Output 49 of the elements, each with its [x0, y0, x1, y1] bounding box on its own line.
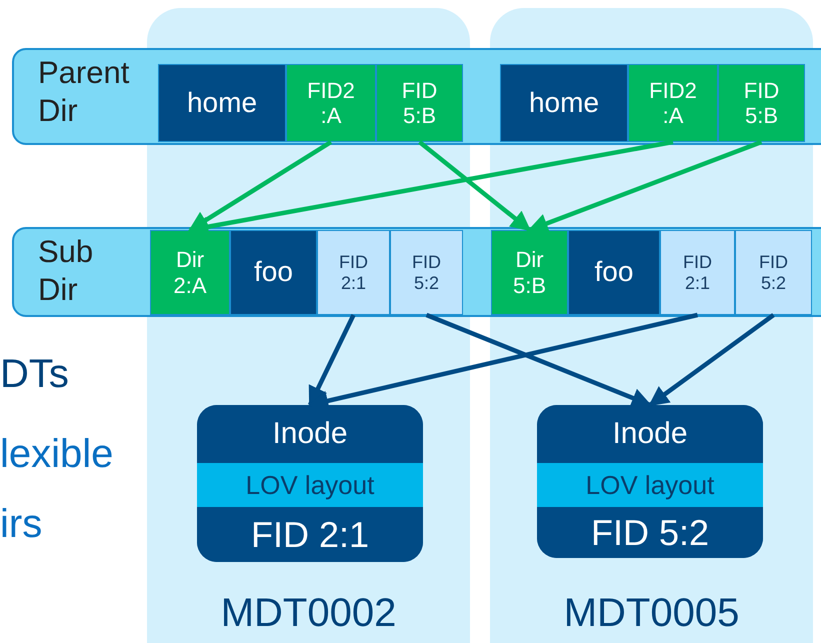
fid-entry-cell [718, 64, 805, 142]
mdt-label: MDT0002 [220, 591, 398, 636]
cell-text: foo [254, 256, 293, 289]
cell-text: FID 5:B [400, 78, 438, 128]
arrow [648, 313, 775, 407]
cell-text: FID 5:B [742, 78, 780, 128]
directory-entry-cell [230, 230, 317, 315]
fid-label: FID 5:2 [590, 512, 710, 554]
fid-entry-cell [491, 230, 568, 315]
inode-title: Inode [272, 417, 348, 451]
arrow [418, 140, 532, 232]
cell-text: home [186, 86, 258, 120]
directory-entry-cell [500, 64, 628, 142]
cell-text: FID 5:2 [758, 252, 789, 294]
slide-text-fragment: irs [0, 502, 42, 547]
directory-entry-cell [158, 64, 286, 142]
cell-text: FID 2:1 [682, 252, 713, 294]
fid-entry-cell [376, 64, 463, 142]
inode-card [537, 405, 763, 558]
fid-entry-cell [390, 230, 463, 315]
slide-text-fragment: DTs [0, 352, 69, 397]
inode-title: Inode [612, 417, 688, 451]
arrow [426, 312, 652, 408]
fid-entry-cell [150, 230, 230, 315]
layout-label: LOV layout [586, 470, 714, 500]
arrow [528, 140, 762, 233]
cell-text: FID2 :A [306, 78, 356, 128]
layout-label: LOV layout [246, 470, 374, 500]
inode-card [197, 405, 423, 562]
cell-text: FID 2:1 [338, 252, 369, 294]
mdt-label: MDT0005 [562, 591, 740, 636]
directory-entry-cell [568, 230, 660, 315]
cell-text: home [528, 86, 600, 120]
cell-text: FID 5:2 [411, 252, 442, 294]
slide-text-fragment: lexible [0, 432, 114, 477]
cell-text: Dir 5:B [512, 247, 548, 298]
arrow [188, 140, 332, 232]
cell-text: Dir 2:A [172, 247, 208, 298]
fid-entry-cell [660, 230, 735, 315]
fid-label: FID 2:1 [250, 514, 370, 556]
fid-entry-cell [317, 230, 390, 315]
band-label: Sub Dir [38, 233, 94, 309]
fid-entry-cell [628, 64, 718, 142]
arrow [308, 314, 356, 407]
cell-text: FID2 :A [648, 78, 698, 128]
fid-entry-cell [735, 230, 812, 315]
fid-entry-cell [286, 64, 376, 142]
band-label: Parent Dir [38, 54, 130, 130]
cell-text: foo [594, 256, 634, 289]
